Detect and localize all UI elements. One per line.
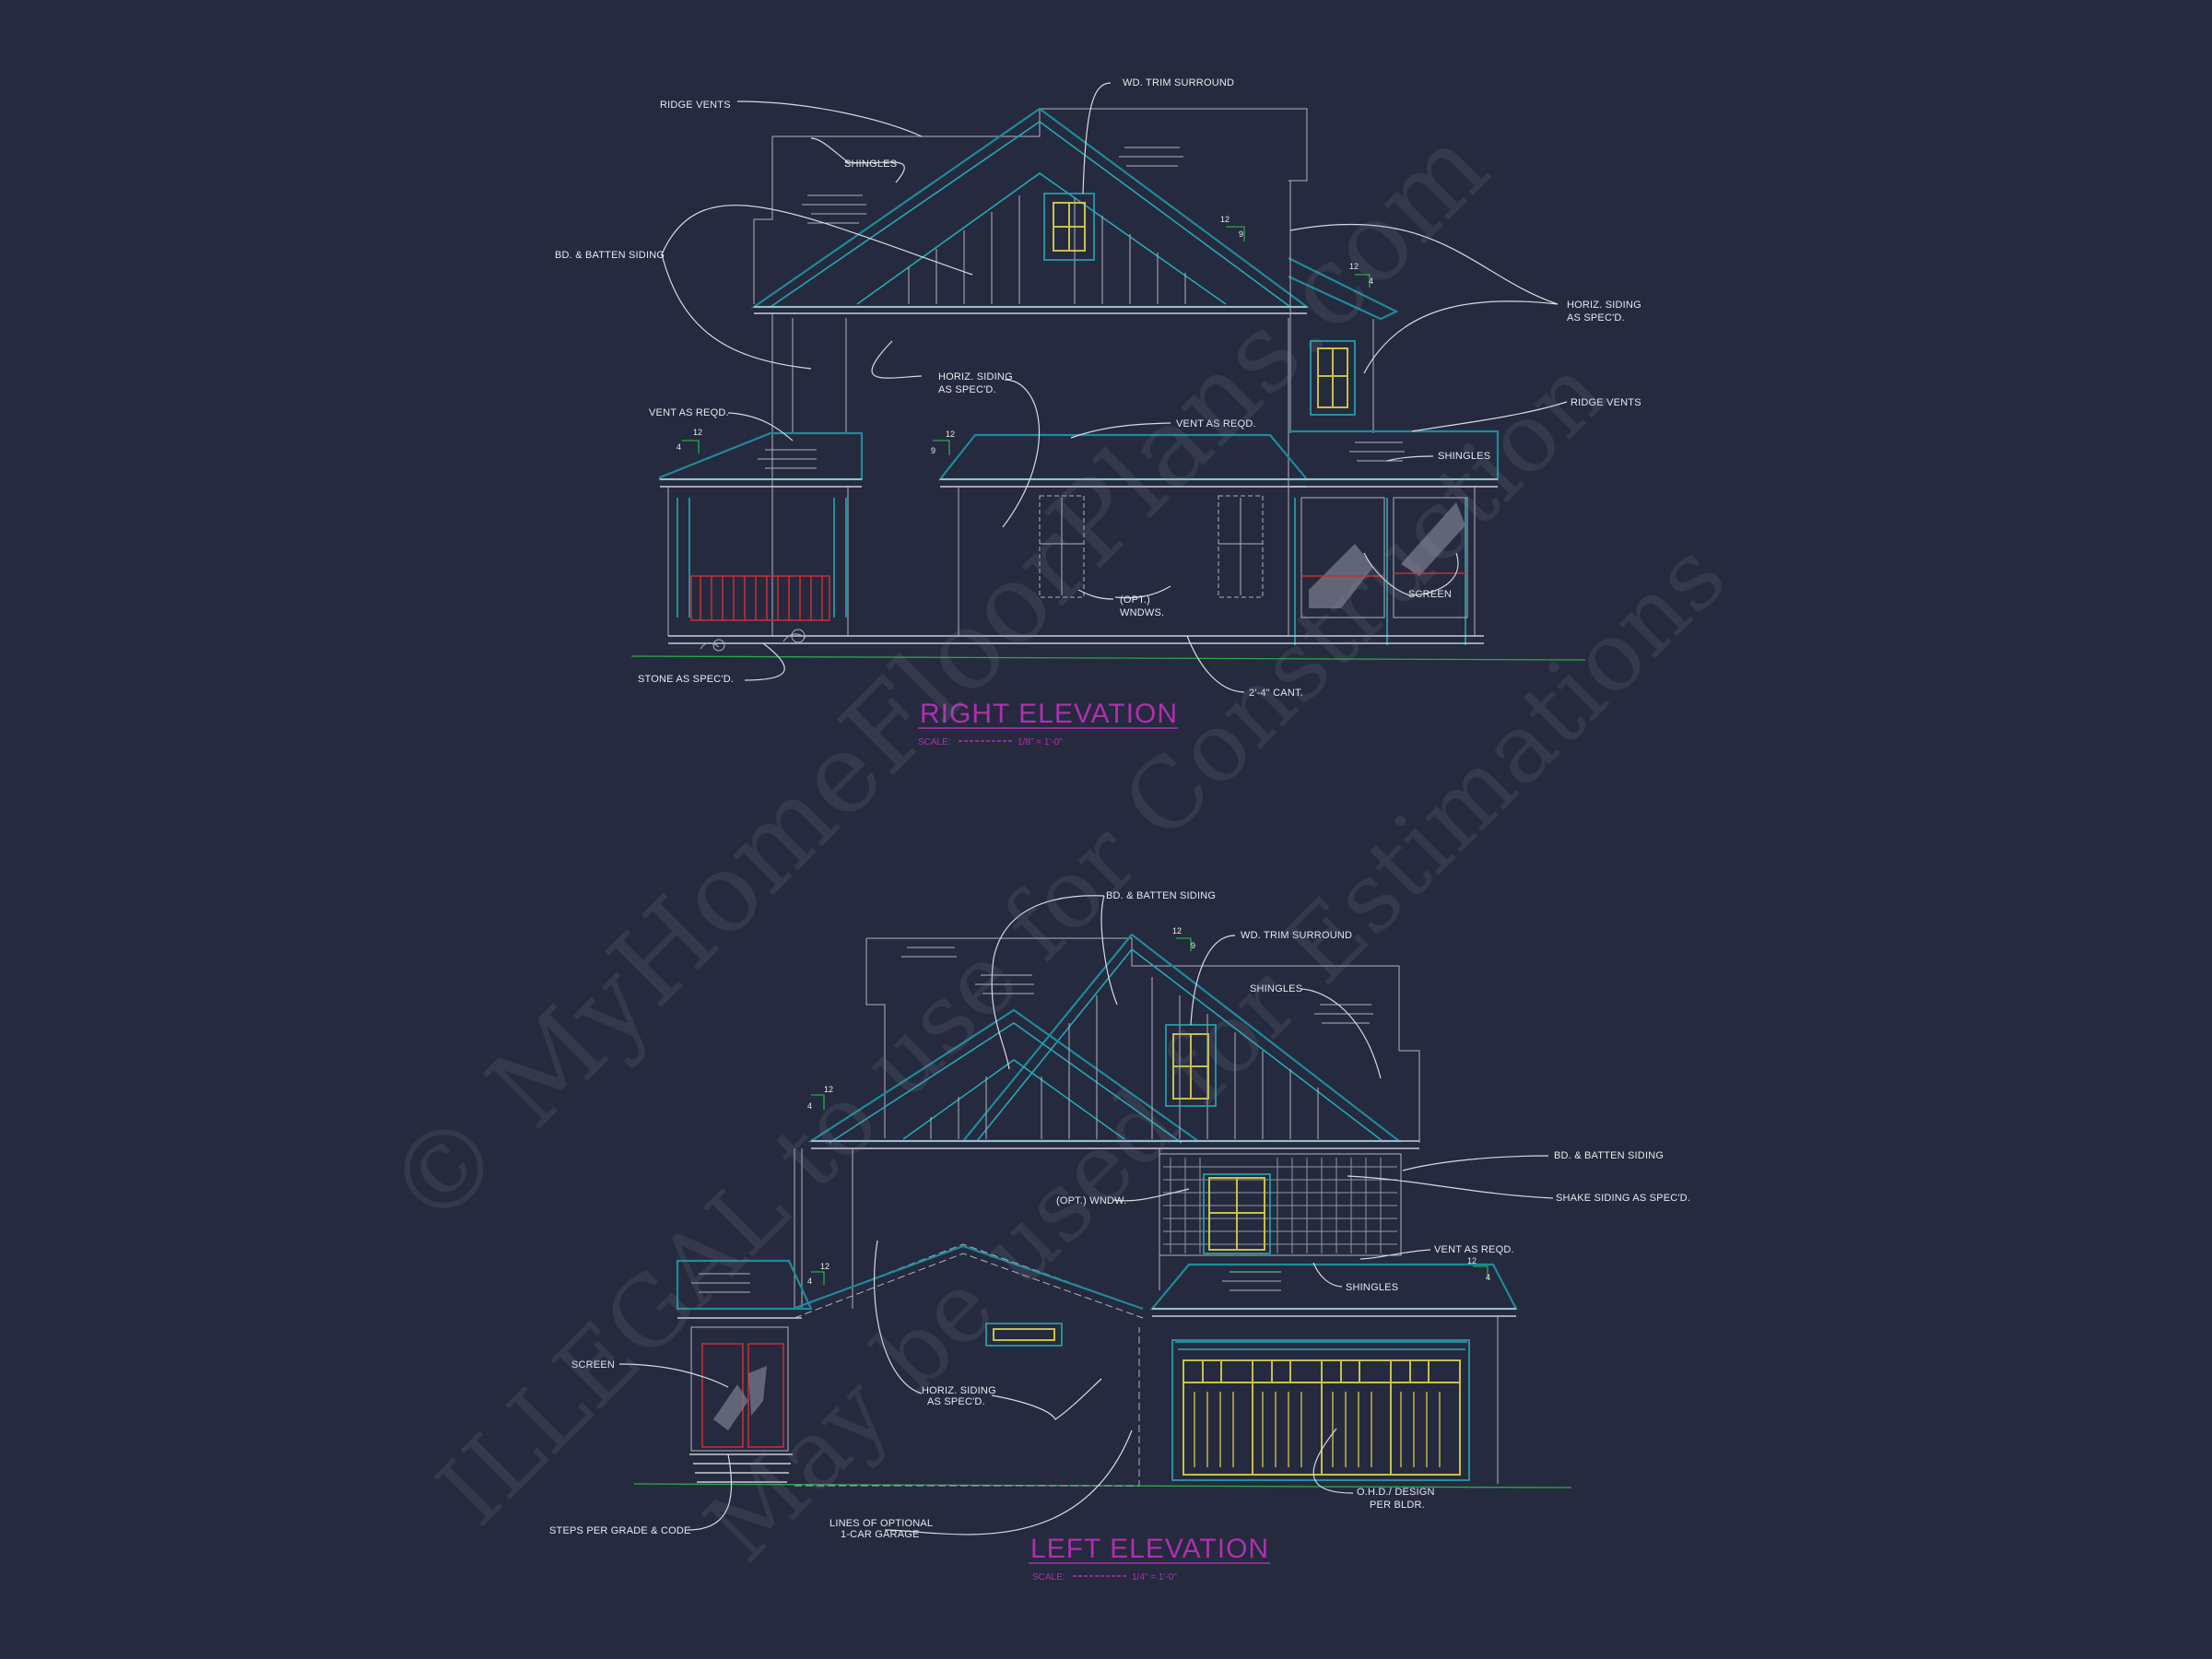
left-label-ohd-2: PER BLDR.: [1370, 1500, 1425, 1511]
right-elevation-drawing: 12 9 12 4 12 4 12 9: [555, 77, 1641, 747]
left-elevation-scale-value: 1/4" = 1'-0": [1132, 1572, 1177, 1583]
left-pitch-12-d: 12: [1467, 1256, 1477, 1265]
left-elevation-title: LEFT ELEVATION: [1030, 1534, 1269, 1564]
right-elevation-scale-label: SCALE:: [918, 737, 951, 747]
left-label-vent-as-reqd: VENT AS REQD.: [1434, 1244, 1514, 1255]
label-opt-wndws-2: WNDWS.: [1120, 607, 1164, 618]
left-label-horiz-siding-2: AS SPEC'D.: [927, 1396, 985, 1407]
left-pitch-4-b: 4: [807, 1101, 812, 1111]
left-label-bd-batten-right: BD. & BATTEN SIDING: [1554, 1150, 1664, 1161]
pitch-12-d: 12: [946, 429, 955, 439]
left-pitch-12-b: 12: [824, 1085, 833, 1094]
pitch-12-b: 12: [1349, 262, 1359, 271]
label-horiz-siding-right-1: HORIZ. SIDING: [1567, 300, 1641, 311]
label-bd-batten-siding: BD. & BATTEN SIDING: [555, 250, 665, 261]
left-label-opt-wndw: (OPT.) WNDW.: [1056, 1195, 1126, 1206]
label-ridge-vents-left: RIDGE VENTS: [660, 100, 731, 111]
pitch-4-b: 4: [1369, 276, 1373, 286]
left-label-shake-siding: SHAKE SIDING AS SPEC'D.: [1556, 1193, 1690, 1204]
left-label-horiz-siding-1: HORIZ. SIDING: [922, 1385, 996, 1396]
left-pitch-12-a: 12: [1172, 926, 1182, 935]
label-wd-trim-surround: WD. TRIM SURROUND: [1123, 77, 1234, 88]
label-vent-as-reqd-left: VENT AS REQD.: [649, 407, 729, 418]
label-horiz-siding-right-2: AS SPEC'D.: [1567, 312, 1625, 324]
pitch-12-a: 12: [1220, 215, 1230, 224]
pitch-4-c: 4: [677, 442, 681, 452]
label-horiz-siding-mid-2: AS SPEC'D.: [938, 384, 996, 395]
left-label-bd-batten-top: BD. & BATTEN SIDING: [1106, 890, 1216, 901]
label-cant: 2'-4" CANT.: [1249, 688, 1303, 699]
pitch-12-c: 12: [693, 428, 702, 437]
label-vent-as-reqd-mid: VENT AS REQD.: [1176, 418, 1256, 429]
left-label-wd-trim-surround: WD. TRIM SURROUND: [1241, 930, 1352, 941]
pitch-9-d: 9: [931, 446, 935, 455]
label-screen: SCREEN: [1408, 589, 1452, 600]
label-shingles-right: SHINGLES: [1438, 451, 1490, 462]
left-label-screen: SCREEN: [571, 1359, 615, 1371]
label-horiz-siding-mid-1: HORIZ. SIDING: [938, 371, 1013, 382]
left-label-steps: STEPS PER GRADE & CODE: [549, 1525, 691, 1536]
left-pitch-9-a: 9: [1191, 941, 1195, 950]
left-label-lines-opt-1: LINES OF OPTIONAL: [830, 1518, 933, 1529]
left-label-shingles-mid: SHINGLES: [1346, 1282, 1398, 1293]
label-shingles-top: SHINGLES: [844, 159, 897, 170]
left-pitch-4-d: 4: [1486, 1273, 1490, 1282]
pitch-9-a: 9: [1239, 229, 1243, 239]
left-pitch-12-c: 12: [820, 1262, 830, 1271]
left-label-lines-opt-2: 1-CAR GARAGE: [841, 1529, 920, 1540]
label-ridge-vents-right: RIDGE VENTS: [1571, 397, 1641, 408]
left-elevation-scale-label: SCALE:: [1032, 1572, 1065, 1583]
label-opt-wndws-1: (OPT.): [1120, 594, 1150, 606]
left-label-shingles-top: SHINGLES: [1250, 983, 1302, 994]
watermark: © MyHomeFloorPlans.com ILLEGAL to use fo…: [361, 103, 1747, 1583]
right-elevation-scale-value: 1/8" = 1'-0": [1018, 737, 1063, 747]
left-pitch-4-c: 4: [807, 1277, 812, 1286]
label-stone: STONE AS SPEC'D.: [638, 674, 734, 685]
left-label-ohd-1: O.H.D./ DESIGN: [1357, 1487, 1435, 1498]
left-elevation-drawing: 12 9 12 4 12 4 12 4 BD. & BATTEN SIDING: [549, 890, 1690, 1583]
right-elevation-title: RIGHT ELEVATION: [920, 699, 1178, 729]
